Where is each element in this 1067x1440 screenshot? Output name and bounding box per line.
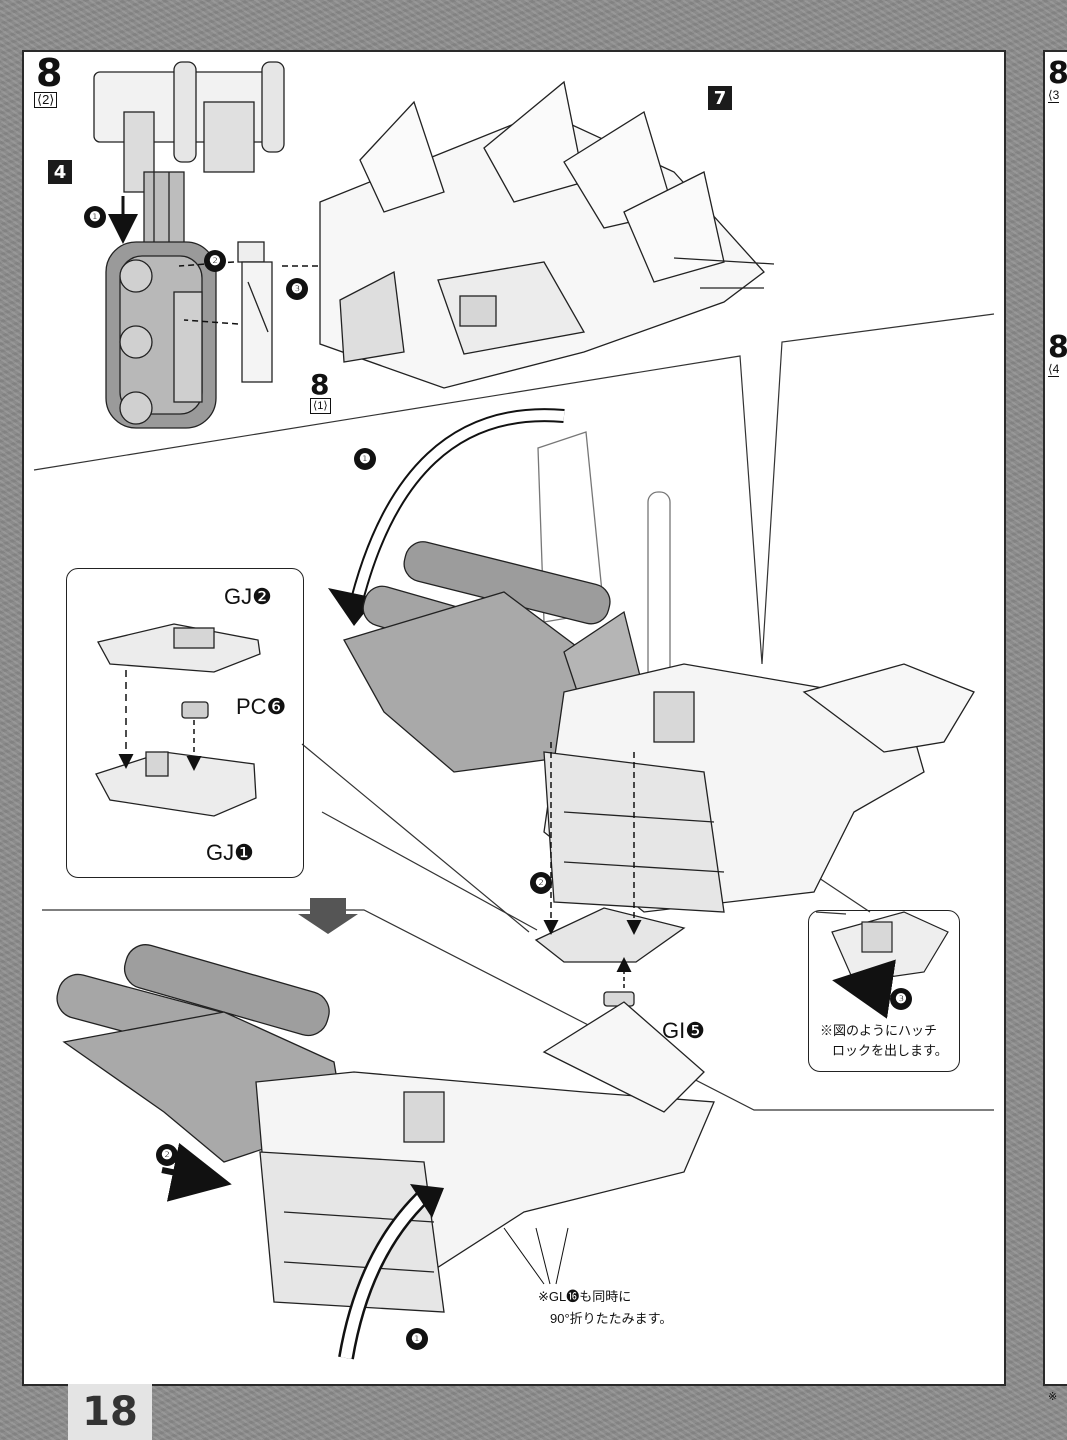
hatch-lock-note-line2: ロックを出します。 xyxy=(832,1043,948,1058)
step-number: 8 xyxy=(36,51,63,95)
bracket-substep: ⟨1⟩ xyxy=(310,398,331,414)
marker-1-top: ❶ xyxy=(84,206,106,228)
marker-3-inset: ❸ xyxy=(890,988,912,1010)
part-label-gj1: GJ❶ xyxy=(206,840,254,865)
bracket-step-number: 8 xyxy=(310,368,330,401)
next-page-substep-b: ⟨4 xyxy=(1048,362,1060,377)
marker-2-bottom: ❷ xyxy=(156,1144,178,1166)
next-page-substep-a: ⟨3 xyxy=(1048,88,1060,103)
next-page-edge xyxy=(1043,50,1067,1386)
main-assembly-drawing xyxy=(343,431,975,1007)
hatch-lock-inset xyxy=(808,910,960,1072)
step-substep: ⟨2⟩ xyxy=(34,92,58,108)
marker-2-top: ❷ xyxy=(204,250,226,272)
marker-1-mid: ❶ xyxy=(354,448,376,470)
part-label-gj2: GJ❷ xyxy=(224,584,272,609)
marker-1-bottom: ❶ xyxy=(406,1328,428,1350)
gl16-note-line1: ※GL⓰も同時に xyxy=(538,1289,632,1304)
marker-2-mid: ❷ xyxy=(530,872,552,894)
hull-drawing xyxy=(319,80,775,389)
page-number: 18 xyxy=(68,1384,152,1440)
next-page-step-number-a: 8 xyxy=(1048,56,1067,91)
part-ref-hull: 7 xyxy=(708,86,732,110)
gl16-note-line2: 90°折りたたみます。 xyxy=(550,1311,673,1326)
bottom-assembly-drawing xyxy=(56,944,715,1313)
part-label-gi5: GI❺ xyxy=(662,1018,705,1043)
gj-parts-inset xyxy=(66,568,304,878)
gj-inset-drawing xyxy=(95,623,261,817)
assembly-illustration xyxy=(33,61,995,1360)
hatch-lock-note-line1: ※図のようにハッチ xyxy=(820,1023,938,1038)
part-label-pc6: PC❻ xyxy=(236,694,287,719)
instruction-page: 8 ⟨2⟩ 4 7 8 ⟨1⟩ ❶ ❷ ❸ ❶ ❷ ❸ ❷ ❶ GJ❷ PC❻ … xyxy=(22,50,1006,1386)
leg-unit-drawing xyxy=(93,61,285,429)
next-page-step-number-b: 8 xyxy=(1048,330,1067,365)
part-ref-leg: 4 xyxy=(48,160,72,184)
marker-3-top: ❸ xyxy=(286,278,308,300)
next-page-footer-mark: ※ xyxy=(1048,1391,1058,1403)
